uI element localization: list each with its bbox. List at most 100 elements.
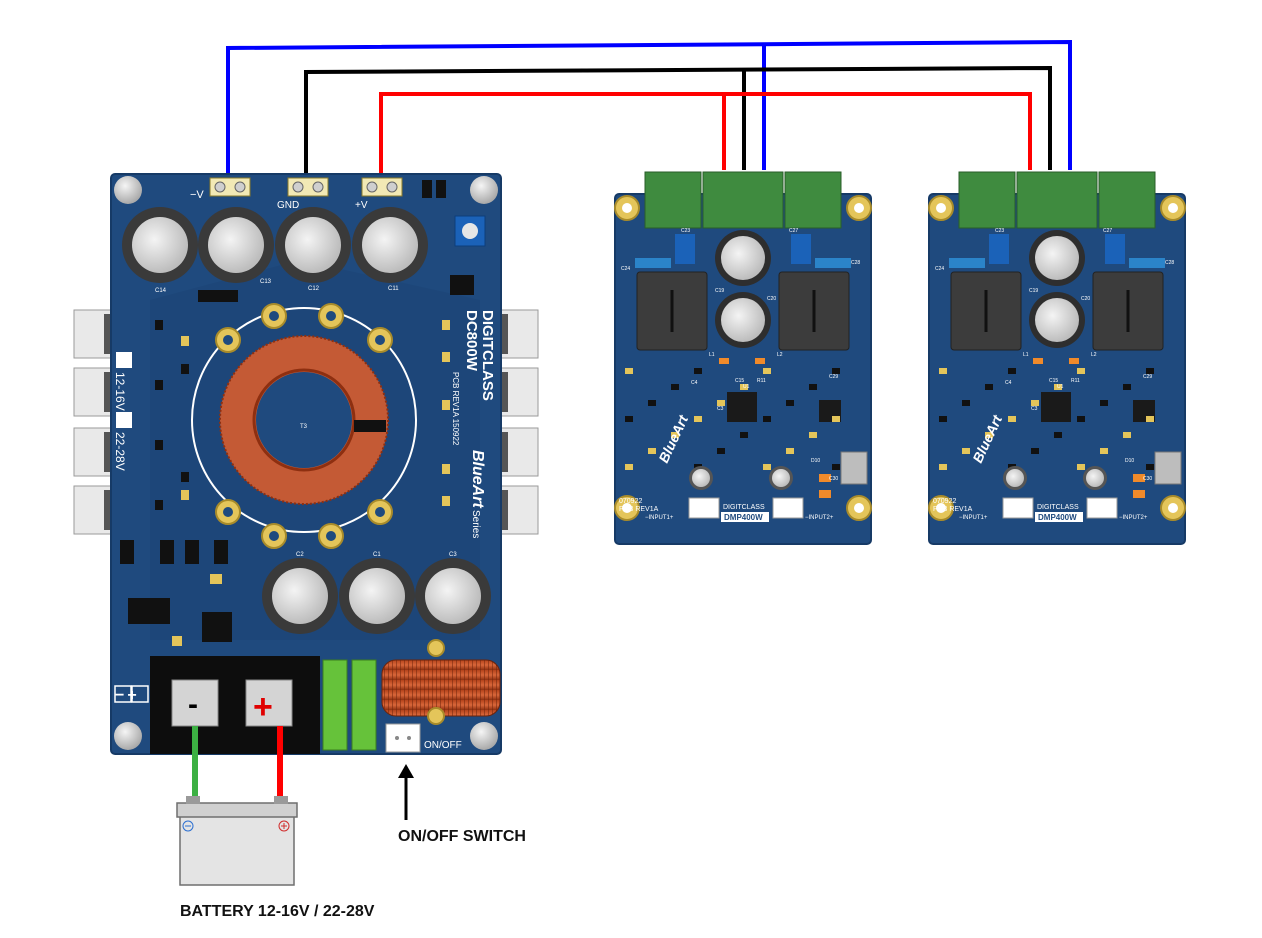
silk-label: L1 — [1023, 352, 1029, 358]
silk-label: D10 — [1125, 458, 1134, 464]
cap-label: C14 — [155, 288, 167, 294]
silk-label: C28 — [851, 260, 860, 266]
fuse-f2 — [351, 659, 377, 751]
input1-connector — [1002, 497, 1034, 519]
input1-connector — [688, 497, 720, 519]
battery — [176, 726, 298, 886]
psu-smd-components — [120, 290, 450, 646]
silk-label: C4 — [1005, 380, 1012, 386]
silk-label: C23 — [995, 228, 1004, 234]
fuse-f1 — [322, 659, 348, 751]
input2-connector — [1086, 497, 1118, 519]
silk-label: C4 — [691, 380, 698, 386]
speaker-terminal — [1098, 171, 1156, 229]
switch-arrow-icon — [398, 764, 414, 820]
speaker-terminal — [1016, 171, 1098, 229]
speaker-terminal — [702, 171, 784, 229]
pm-label: −+ — [115, 687, 140, 704]
psu-model-code: DC800W — [463, 310, 480, 372]
psu-revision: PCB REV1A 150922 — [451, 372, 460, 446]
cap-label: C3 — [449, 552, 457, 558]
silk-label: C20 — [1081, 296, 1090, 302]
battery-plus-label: + — [253, 688, 273, 726]
silk-label: C3 — [1031, 406, 1038, 412]
silk-label: C19 — [1029, 288, 1038, 294]
speaker-terminal — [958, 171, 1016, 229]
range-low-pad — [116, 352, 132, 368]
silk-label: D10 — [811, 458, 820, 464]
psu-upper-capacitors: C14 C13 C12 C11 — [122, 207, 428, 294]
silk-label: C27 — [789, 228, 798, 234]
amp-name: DIGITCLASS — [1037, 504, 1079, 511]
battery-caption: BATTERY 12-16V / 22-28V — [180, 903, 375, 920]
silk-label: C24 — [621, 266, 630, 272]
psu-mount-holes — [114, 176, 498, 750]
speaker-terminal — [644, 171, 702, 229]
wire-harness — [226, 39, 1072, 178]
toroid-transformer: T3 — [191, 303, 417, 549]
cap-label: C13 — [260, 279, 272, 285]
amp-input1-label: −INPUT1+ — [645, 515, 674, 521]
on-off-connector — [385, 723, 421, 753]
wire-positive — [379, 92, 1032, 178]
psu-model-name: DIGITCLASS — [479, 310, 496, 401]
battery-minus-icon — [182, 820, 194, 832]
silk-label: L2 — [777, 352, 783, 358]
psu-lower-capacitors: C2 C1 C3 — [262, 552, 491, 634]
silk-label: R11 — [757, 378, 766, 384]
on-off-board-label: ON/OFF — [424, 740, 462, 751]
silk-label: C27 — [1103, 228, 1112, 234]
silk-label: C19 — [715, 288, 724, 294]
battery-input-block: - + −+ — [114, 656, 320, 754]
battery-minus-terminal — [171, 679, 219, 727]
silk-label: L2 — [1091, 352, 1097, 358]
input2-connector — [772, 497, 804, 519]
silk-label: U1 — [1057, 384, 1064, 390]
amp-input2-label: −INPUT2+ — [1119, 515, 1148, 521]
cap-label: C11 — [388, 286, 399, 292]
amp-name: DIGITCLASS — [723, 504, 765, 511]
silk-label: R11 — [1071, 378, 1080, 384]
psu-output-terminals: −V GND +V — [190, 177, 403, 211]
silk-label: C23 — [681, 228, 690, 234]
switch-caption: ON/OFF SWITCH — [398, 828, 526, 845]
terminal-gnd-label: GND — [277, 200, 299, 211]
terminal-pos-label: +V — [355, 200, 368, 211]
battery-plus-terminal — [245, 679, 293, 727]
wire-negative — [226, 39, 1072, 178]
silk-label: C30 — [829, 476, 838, 482]
battery-plus-icon — [278, 820, 290, 832]
cap-label: C1 — [373, 552, 381, 558]
silk-label: C29 — [1143, 374, 1152, 380]
wire-ground — [304, 65, 1052, 178]
silk-label: C30 — [1143, 476, 1152, 482]
amp-model: DMP400W — [1038, 513, 1077, 522]
speaker-terminal — [784, 171, 842, 229]
range-high-pad — [116, 412, 132, 428]
psu-board: −V GND +V C14 C13 C12 C11 — [73, 173, 539, 755]
range-low-label: 12-16V — [113, 372, 127, 411]
terminal-neg-label: −V — [190, 189, 204, 201]
amp-model: DMP400W — [724, 513, 763, 522]
silk-label: C15 — [735, 378, 744, 384]
psu-brand: BlueArt — [469, 450, 486, 508]
silk-label: C15 — [1049, 378, 1058, 384]
toroid-label: T3 — [300, 424, 308, 430]
silk-label: U1 — [743, 384, 750, 390]
psu-series: Series — [470, 510, 481, 538]
silk-label: C24 — [935, 266, 944, 272]
cap-label: C2 — [296, 552, 304, 558]
silk-label: C20 — [767, 296, 776, 302]
input-inductor — [381, 639, 501, 725]
silk-label: C3 — [717, 406, 724, 412]
amp-input2-label: −INPUT2+ — [805, 515, 834, 521]
battery-minus-label: - — [188, 688, 198, 721]
cap-label: C12 — [308, 286, 320, 292]
silk-label: L1 — [709, 352, 715, 358]
psu-branding: DIGITCLASS DC800W PCB REV1A 150922 BlueA… — [451, 310, 496, 538]
